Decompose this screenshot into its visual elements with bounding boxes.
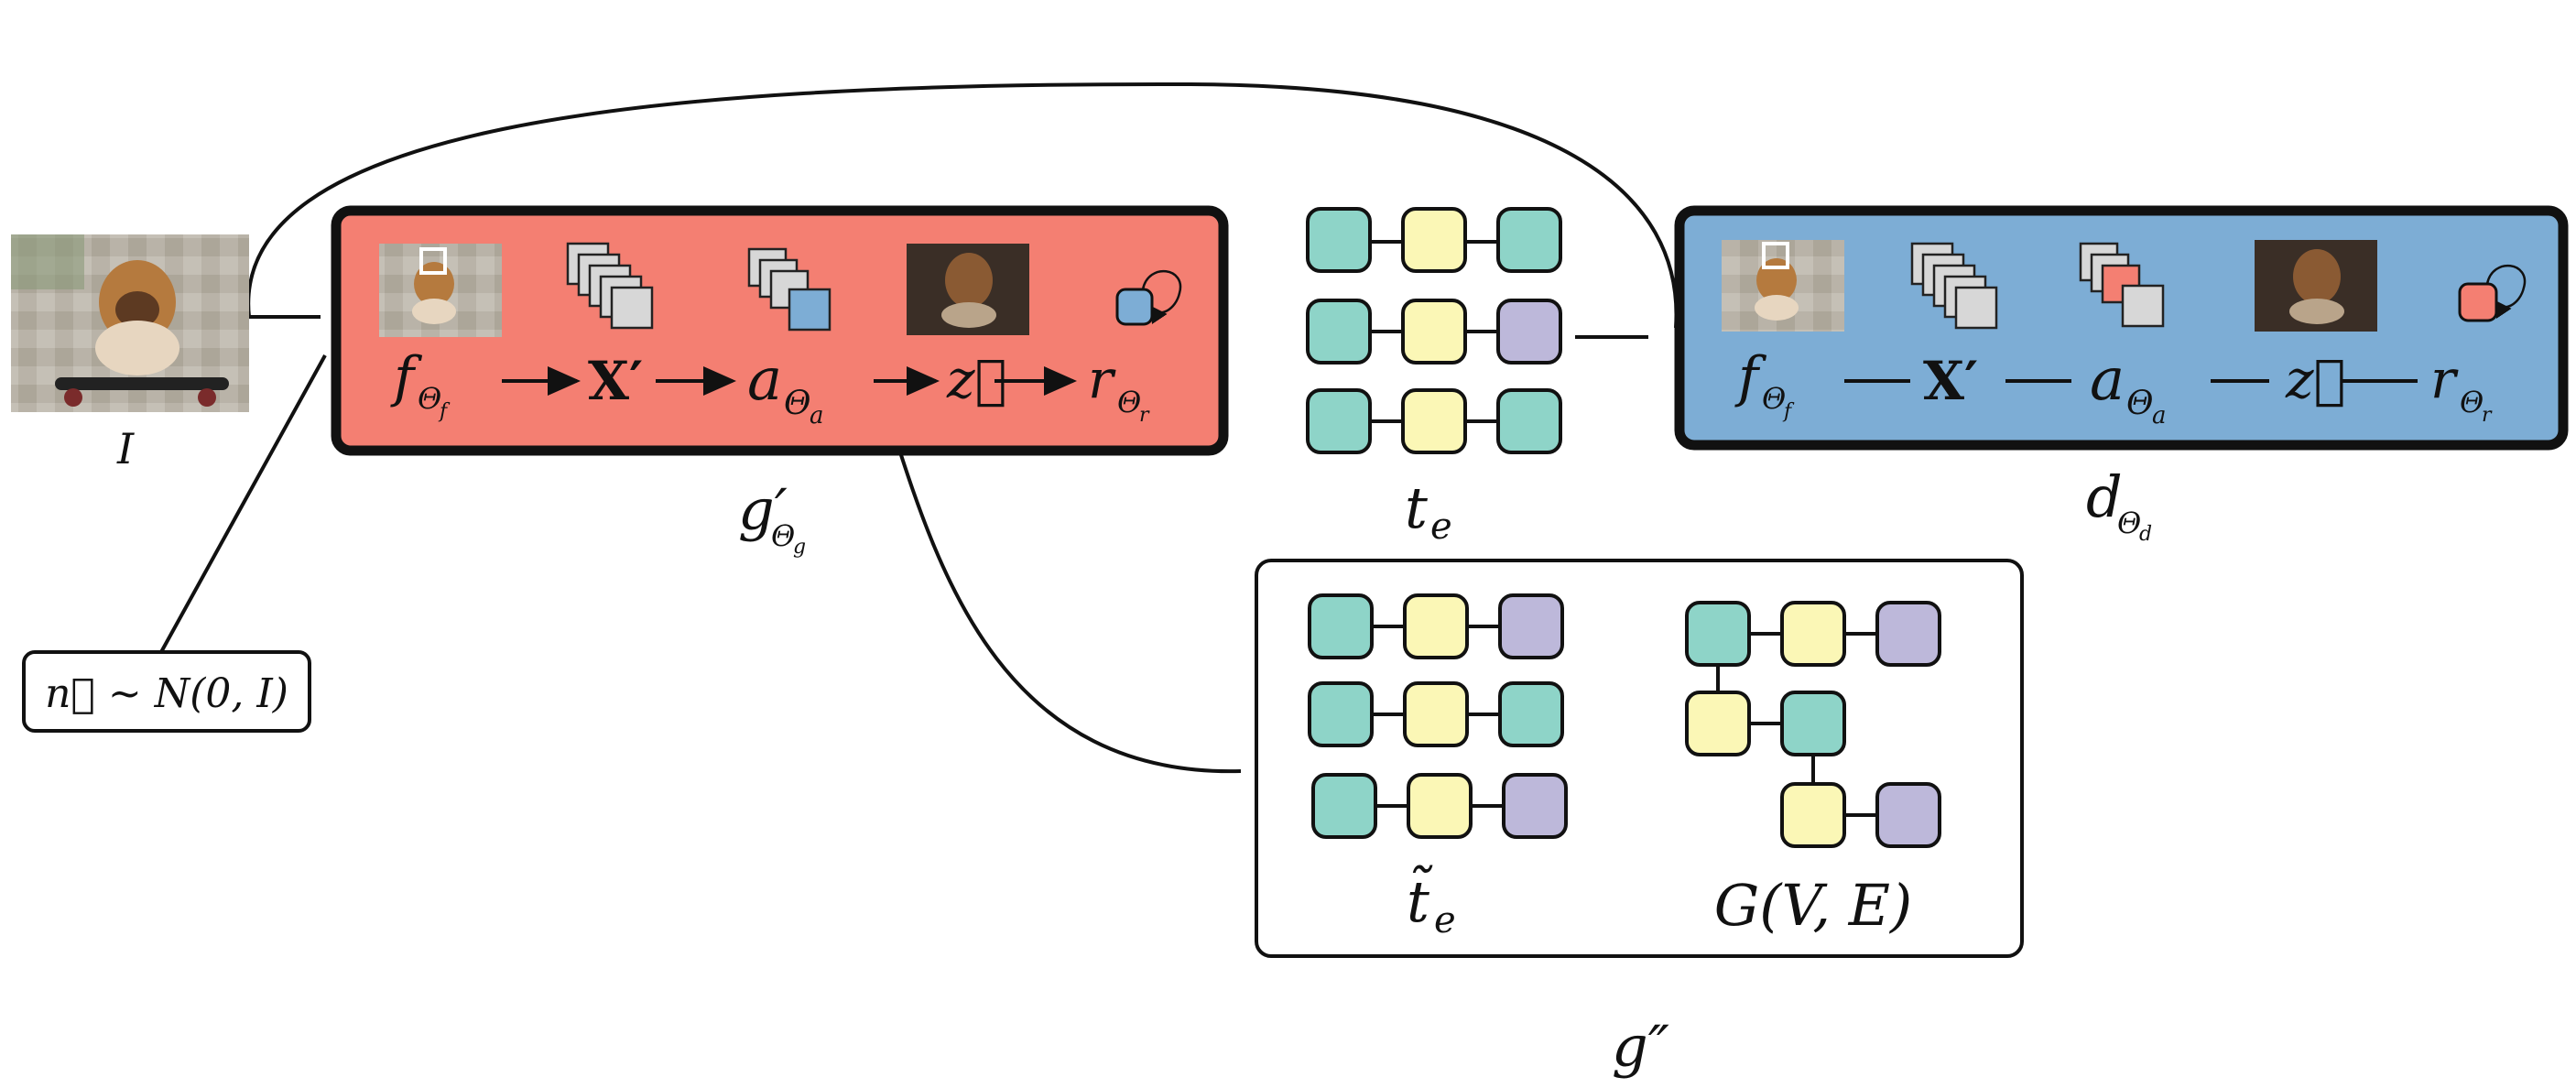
graph-node [1780,601,1846,667]
gen-r-subsub: r [1139,404,1150,427]
real-node [1306,388,1372,454]
discriminator-label-subsub: d [2139,523,2152,546]
generator-label-sub: Θ [771,518,795,553]
gen-x-label: X′ [588,350,643,412]
real-node [1401,388,1467,454]
input-image [11,234,249,412]
discriminator-relation-node [2458,264,2527,322]
generator-feature-stack [566,242,654,330]
line-noise-to-generator [159,354,327,653]
fake-node [1403,681,1469,747]
generator-attended-image [907,244,1029,335]
arc-input-to-discriminator [246,82,1679,329]
fake-node [1502,773,1568,839]
generator-image-thumbnail [379,244,502,337]
real-node [1496,388,1562,454]
graph-node [1875,601,1941,667]
disc-z-label: z⃗ [2285,348,2345,410]
disc-x-label: X′ [1923,350,1978,412]
graph-node [1780,782,1846,848]
real-node [1401,299,1467,364]
disc-a-sub: Θ [2126,385,2154,422]
gen-a-label: a [747,346,782,414]
discriminator-label: d [2086,463,2123,530]
disc-a-subsub: a [2152,402,2167,430]
generator-attention-stack [747,247,831,332]
fake-node [1498,593,1564,659]
generator-label-subsub: g [793,536,806,559]
real-node [1496,207,1562,273]
discriminator-image-thumbnail [1722,240,1844,332]
gen-a-sub: Θ [784,385,811,422]
discriminator-box: f Θ f X′ a Θ a z⃗ r Θ r [1674,205,2569,451]
discriminator-pipeline-labels: f Θ f X′ a Θ a z⃗ r Θ r [1734,345,2493,430]
real-node [1401,207,1467,273]
fake-graph-label-sub: e [1434,899,1456,941]
fake-graph-label: t̃ [1407,865,1433,935]
fake-node [1311,773,1377,839]
graph-node [1780,691,1846,756]
discriminator-attention-stack [2079,242,2165,328]
scene-graph [1685,601,1941,848]
disc-r-sub: Θ [2460,385,2484,419]
fake-node [1407,773,1473,839]
fake-node [1403,593,1469,659]
generator-box: f Θ f X′ a Θ a z⃗ r Θ r [331,205,1229,456]
fake-node [1498,681,1564,747]
real-node [1306,207,1372,273]
real-graph-label-sub: e [1430,506,1452,548]
graph-node [1685,691,1751,756]
input-image-label: I [116,424,135,473]
refine-box: t̃ e G(V, E) [1255,559,2024,958]
discriminator-feature-stack [1910,242,1998,330]
fake-node [1308,681,1374,747]
gen-a-subsub: a [810,402,824,430]
discriminator-attended-image [2255,240,2377,332]
disc-a-label: a [2090,346,2125,414]
disc-r-label: r [2430,348,2459,410]
scene-graph-label: G(V, E) [1714,872,1913,939]
real-node [1306,299,1372,364]
fake-node [1308,593,1374,659]
noise-label: n⃗ ∼ N(0, I) [45,670,288,717]
graph-node [1875,782,1941,848]
gen-f-sub: Θ [418,381,441,416]
gen-r-label: r [1088,348,1116,410]
real-graph-label: t [1405,474,1428,541]
graph-node [1685,601,1751,667]
gen-r-sub: Θ [1117,385,1141,419]
refine-label: g″ [1612,1013,1669,1080]
disc-f-sub: Θ [1762,381,1786,416]
discriminator-label-sub: Θ [2117,506,2141,540]
generator-label: g′ [738,476,788,543]
real-graph [1306,207,1562,454]
fake-graph [1308,593,1568,839]
real-node [1496,299,1562,364]
disc-r-subsub: r [2482,404,2493,427]
generator-relation-node [1115,269,1182,326]
noise-box: n⃗ ∼ N(0, I) [22,650,311,733]
